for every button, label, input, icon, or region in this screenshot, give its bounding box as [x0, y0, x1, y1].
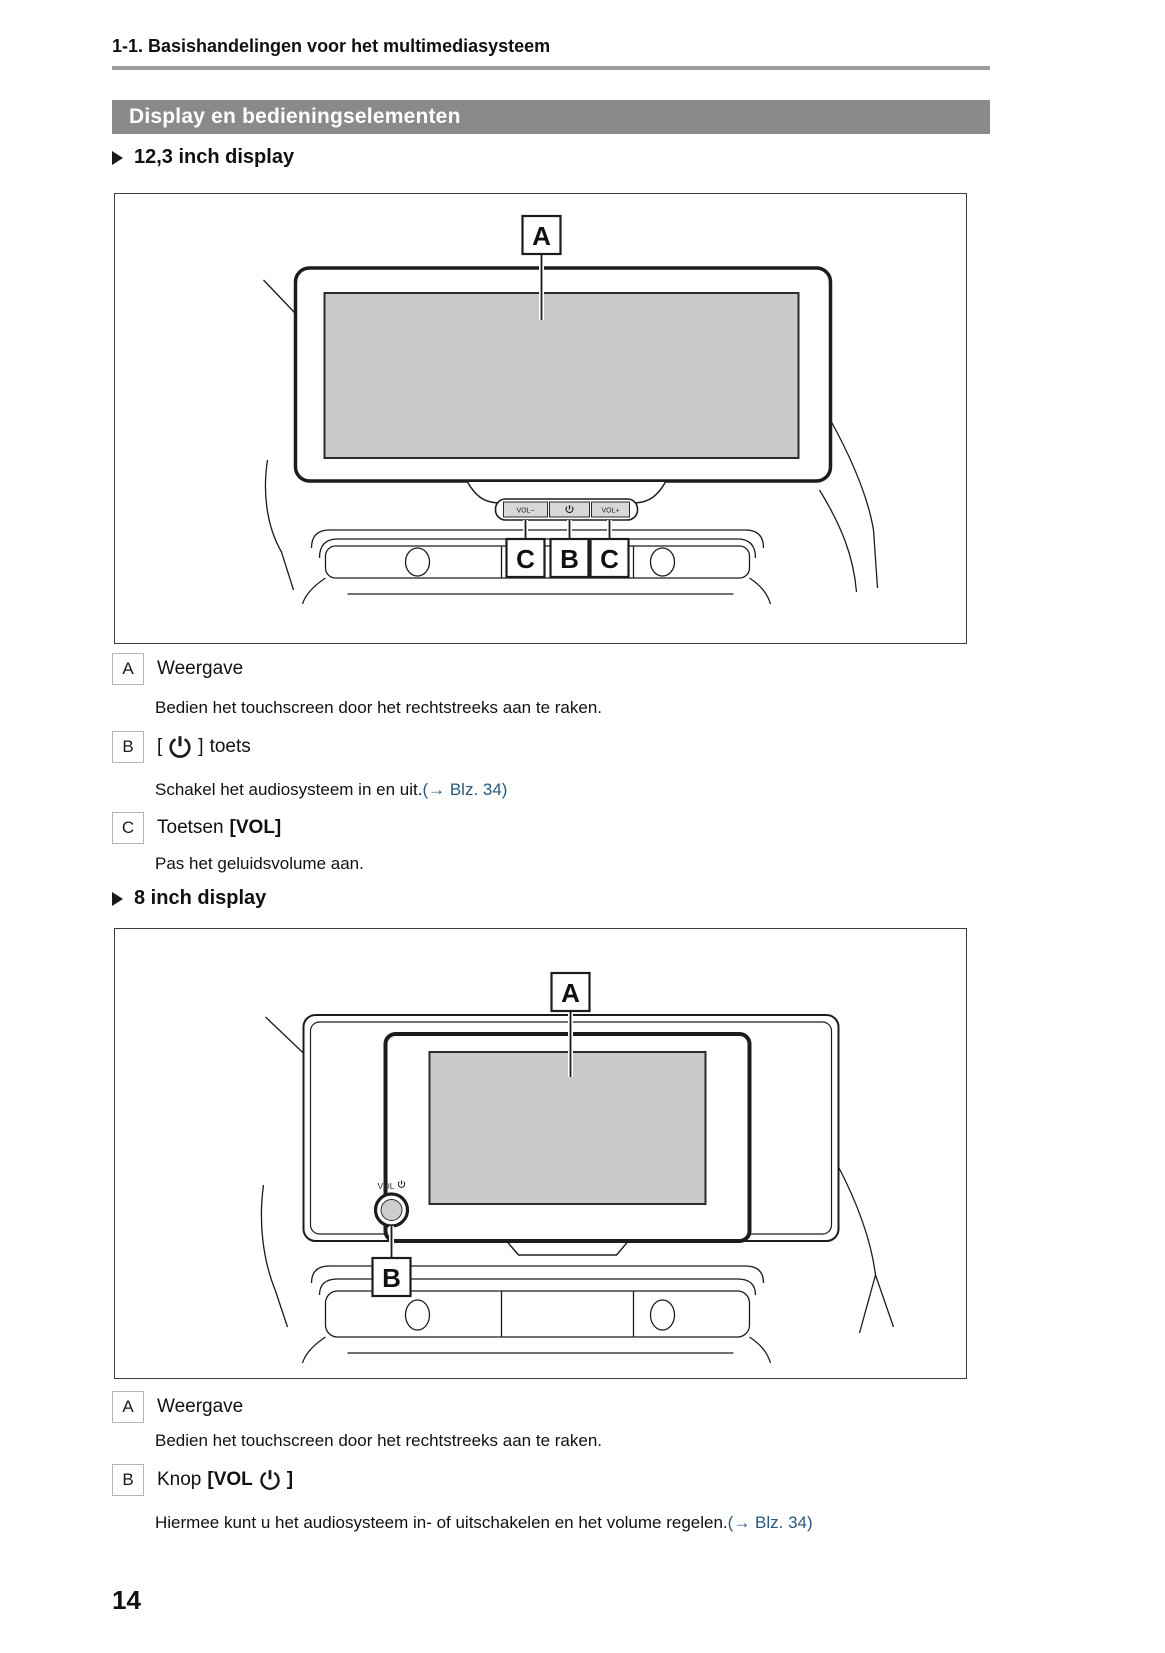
svg-text:A: A — [532, 221, 551, 251]
vol-key-name: [VOL] — [229, 817, 282, 838]
legend-desc-text: Schakel het audiosysteem in en uit. — [155, 780, 423, 799]
bracket-close: ] — [198, 736, 204, 757]
legend-title: Weergave — [157, 658, 244, 679]
legend-item-c-12inch: C Toetsen [VOL] — [112, 812, 281, 844]
callout-key-a: A — [112, 653, 144, 685]
power-icon — [397, 1180, 406, 1188]
callout-key-c: C — [112, 812, 144, 844]
triangle-bullet-icon — [112, 892, 123, 906]
legend-title-text: Knop — [157, 1469, 202, 1490]
legend-desc-b-8inch: Hiermee kunt u het audiosysteem in- of u… — [155, 1513, 813, 1533]
section-banner-title: Display en bedieningselementen — [129, 105, 461, 128]
legend-title-text: Toetsen — [157, 817, 224, 838]
page-reference-link[interactable]: (→ Blz. 34) — [727, 1513, 813, 1532]
callout-a: A — [550, 971, 591, 1013]
figure-8-inch-display: VOL A B — [114, 928, 967, 1379]
legend-desc-a-8inch: Bedien het touchscreen door het rechtstr… — [155, 1431, 602, 1450]
legend-title: Weergave — [157, 1396, 244, 1417]
legend-item-a-8inch: A Weergave — [112, 1391, 243, 1423]
hardkey-bar: VOL− VOL+ — [466, 481, 667, 521]
breadcrumb: 1-1. Basishandelingen voor het multimedi… — [112, 36, 551, 56]
svg-text:B: B — [382, 1263, 401, 1293]
legend-desc-text: Hiermee kunt u het audiosysteem in- of u… — [155, 1513, 728, 1532]
legend-title: Toetsen [VOL] — [157, 817, 281, 839]
callout-c-right: C — [589, 537, 630, 579]
legend-desc-a-12inch: Bedien het touchscreen door het rechtstr… — [155, 698, 602, 717]
page-reference-link[interactable]: (→ Blz. 34) — [422, 780, 508, 799]
figure-12-inch-drawing: VOL− VOL+ A — [263, 214, 879, 605]
power-button[interactable] — [549, 501, 590, 518]
power-icon — [169, 735, 191, 758]
section-banner: Display en bedieningselementen — [112, 100, 990, 134]
vol-up-button[interactable] — [591, 501, 630, 518]
callout-key-a: A — [112, 1391, 144, 1423]
header-rule — [112, 66, 990, 70]
legend-title: [ ] toets — [157, 734, 251, 761]
subheading-12-inch-display: 12,3 inch display — [112, 146, 294, 169]
power-icon — [260, 1469, 280, 1490]
subheading-label: 12,3 inch display — [134, 146, 295, 168]
vol-down-button-label: VOL− — [516, 508, 534, 515]
legend-title: Knop [VOL ] — [157, 1468, 293, 1493]
svg-text:C: C — [600, 544, 619, 574]
callout-key-b: B — [112, 731, 144, 763]
callout-leaders — [523, 254, 612, 542]
legend-item-b-12inch: B [ ] toets — [112, 731, 251, 763]
power-icon — [565, 505, 574, 514]
callout-key-b: B — [112, 1464, 144, 1496]
callout-b: B — [371, 1256, 412, 1298]
touchscreen[interactable] — [428, 1051, 707, 1205]
touchscreen[interactable] — [323, 292, 800, 459]
callout-leaders — [389, 1011, 573, 1260]
subheading-8-inch-display: 8 inch display — [112, 887, 266, 910]
vol-up-button-label: VOL+ — [601, 508, 619, 515]
bracket-close: ] — [286, 1469, 294, 1490]
dashboard-bands — [301, 1265, 772, 1364]
svg-text:A: A — [561, 978, 580, 1008]
vol-power-knob[interactable]: VOL — [373, 1180, 410, 1228]
legend-desc-b-12inch: Schakel het audiosysteem in en uit.(→ Bl… — [155, 780, 507, 800]
callout-b: B — [549, 537, 590, 579]
vol-down-button[interactable] — [503, 501, 548, 518]
knob-label: VOL — [378, 1181, 395, 1191]
callout-a: A — [521, 214, 562, 256]
legend-desc-c-12inch: Pas het geluidsvolume aan. — [155, 854, 364, 873]
figure-8-inch-drawing: VOL A B — [260, 971, 895, 1364]
figure-12-inch-display: VOL− VOL+ A — [114, 193, 967, 644]
legend-item-a-12inch: A Weergave — [112, 653, 243, 685]
display-stand — [504, 1240, 631, 1256]
bracket-open: [ — [157, 736, 163, 757]
triangle-bullet-icon — [112, 151, 123, 165]
subheading-label: 8 inch display — [134, 887, 267, 909]
svg-text:C: C — [516, 544, 535, 574]
callout-c-left: C — [505, 537, 546, 579]
vol-key-name: [VOL — [207, 1469, 253, 1490]
svg-text:B: B — [560, 544, 579, 574]
legend-item-b-8inch: B Knop [VOL ] — [112, 1464, 293, 1496]
legend-title-text: toets — [209, 736, 251, 757]
dashboard-contours — [260, 1016, 895, 1334]
page-number: 14 — [112, 1585, 141, 1615]
